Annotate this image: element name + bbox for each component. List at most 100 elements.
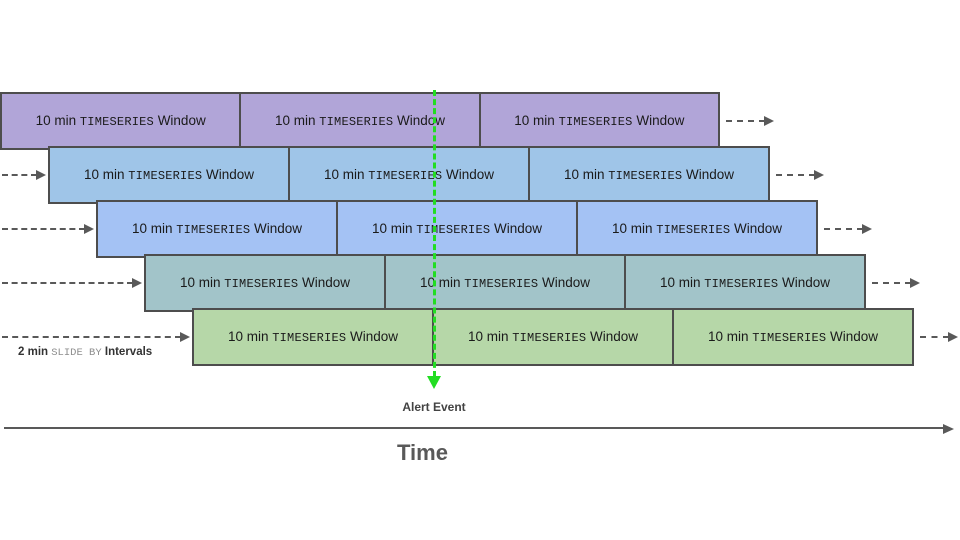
trailing-dashed-arrow <box>872 278 920 288</box>
dashed-line <box>2 174 37 176</box>
window-keyword: TIMESERIES <box>128 169 203 183</box>
window-suffix: Window <box>494 221 543 236</box>
window-keyword: TIMESERIES <box>416 223 491 237</box>
window-keyword: TIMESERIES <box>79 115 154 129</box>
window-keyword: TIMESERIES <box>368 169 443 183</box>
dashed-line <box>726 120 765 122</box>
window-amount: 10 min <box>35 113 77 128</box>
dashed-line <box>2 228 85 230</box>
window-keyword: TIMESERIES <box>656 223 731 237</box>
trailing-dashed-arrow <box>776 170 824 180</box>
window-label: 10 min TIMESERIES Window <box>84 167 254 183</box>
timeseries-window-cell: 10 min TIMESERIES Window <box>290 148 530 202</box>
alert-event-arrowhead-icon <box>427 376 441 389</box>
slide-by-caption: 2 min SLIDE BY Intervals <box>18 346 152 359</box>
timeseries-window-cell: 10 min TIMESERIES Window <box>50 148 290 202</box>
window-keyword: TIMESERIES <box>752 331 827 345</box>
window-amount: 10 min <box>707 329 749 344</box>
timeseries-window-cell: 10 min TIMESERIES Window <box>98 202 338 256</box>
arrowhead-icon <box>862 224 872 234</box>
window-suffix: Window <box>636 113 685 128</box>
arrowhead-icon <box>814 170 824 180</box>
window-amount: 10 min <box>371 221 413 236</box>
window-amount: 10 min <box>563 167 605 182</box>
dashed-line <box>872 282 911 284</box>
leading-dashed-arrow <box>2 224 94 234</box>
window-keyword: TIMESERIES <box>272 331 347 345</box>
window-label: 10 min TIMESERIES Window <box>180 275 350 291</box>
leading-dashed-arrow <box>2 170 46 180</box>
timeseries-window-cell: 10 min TIMESERIES Window <box>194 310 434 364</box>
dashed-line <box>2 282 133 284</box>
window-amount: 10 min <box>323 167 365 182</box>
time-axis-arrowhead-icon <box>943 424 954 434</box>
timeseries-window-cell: 10 min TIMESERIES Window <box>578 202 816 256</box>
window-amount: 10 min <box>227 329 269 344</box>
timeseries-window-cell: 10 min TIMESERIES Window <box>2 94 242 148</box>
trailing-dashed-arrow <box>920 332 958 342</box>
window-label: 10 min TIMESERIES Window <box>372 221 542 237</box>
window-suffix: Window <box>446 167 495 182</box>
window-label: 10 min TIMESERIES Window <box>468 329 638 345</box>
window-amount: 10 min <box>131 221 173 236</box>
dashed-line <box>776 174 815 176</box>
window-label: 10 min TIMESERIES Window <box>275 113 445 129</box>
window-suffix: Window <box>734 221 783 236</box>
timeseries-window-cell: 10 min TIMESERIES Window <box>241 94 481 148</box>
slide-keyword: SLIDE BY <box>51 347 102 359</box>
window-amount: 10 min <box>611 221 653 236</box>
window-label: 10 min TIMESERIES Window <box>660 275 830 291</box>
timeseries-window-cell: 10 min TIMESERIES Window <box>338 202 578 256</box>
arrowhead-icon <box>84 224 94 234</box>
window-label: 10 min TIMESERIES Window <box>228 329 398 345</box>
window-suffix: Window <box>302 275 351 290</box>
arrowhead-icon <box>910 278 920 288</box>
window-suffix: Window <box>157 113 206 128</box>
window-label: 10 min TIMESERIES Window <box>36 113 206 129</box>
window-suffix: Window <box>206 167 255 182</box>
window-amount: 10 min <box>659 275 701 290</box>
window-keyword: TIMESERIES <box>319 115 394 129</box>
window-suffix: Window <box>254 221 303 236</box>
dashed-line <box>824 228 863 230</box>
dashed-line <box>920 336 949 338</box>
window-amount: 10 min <box>179 275 221 290</box>
window-suffix: Window <box>350 329 399 344</box>
timeseries-window-cell: 10 min TIMESERIES Window <box>626 256 864 310</box>
window-keyword: TIMESERIES <box>558 115 633 129</box>
arrowhead-icon <box>132 278 142 288</box>
timeseries-window-cell: 10 min TIMESERIES Window <box>530 148 768 202</box>
window-label: 10 min TIMESERIES Window <box>514 113 684 129</box>
arrowhead-icon <box>764 116 774 126</box>
time-axis-label: Time <box>397 440 448 465</box>
window-label: 10 min TIMESERIES Window <box>132 221 302 237</box>
window-suffix: Window <box>686 167 735 182</box>
slide-suffix: Intervals <box>104 346 153 358</box>
arrowhead-icon <box>948 332 958 342</box>
window-label: 10 min TIMESERIES Window <box>420 275 590 291</box>
window-amount: 10 min <box>467 329 509 344</box>
leading-dashed-arrow <box>2 332 190 342</box>
arrowhead-icon <box>36 170 46 180</box>
timeseries-window-cell: 10 min TIMESERIES Window <box>386 256 626 310</box>
window-keyword: TIMESERIES <box>464 277 539 291</box>
arrowhead-icon <box>180 332 190 342</box>
window-suffix: Window <box>542 275 591 290</box>
window-keyword: TIMESERIES <box>608 169 683 183</box>
window-amount: 10 min <box>419 275 461 290</box>
window-amount: 10 min <box>514 113 555 128</box>
leading-dashed-arrow <box>2 278 142 288</box>
window-amount: 10 min <box>274 113 316 128</box>
window-keyword: TIMESERIES <box>224 277 299 291</box>
trailing-dashed-arrow <box>824 224 872 234</box>
timeseries-window-cell: 10 min TIMESERIES Window <box>674 310 912 364</box>
window-suffix: Window <box>830 329 879 344</box>
window-suffix: Window <box>590 329 639 344</box>
window-keyword: TIMESERIES <box>176 223 251 237</box>
timeseries-window-cell: 10 min TIMESERIES Window <box>481 94 718 148</box>
